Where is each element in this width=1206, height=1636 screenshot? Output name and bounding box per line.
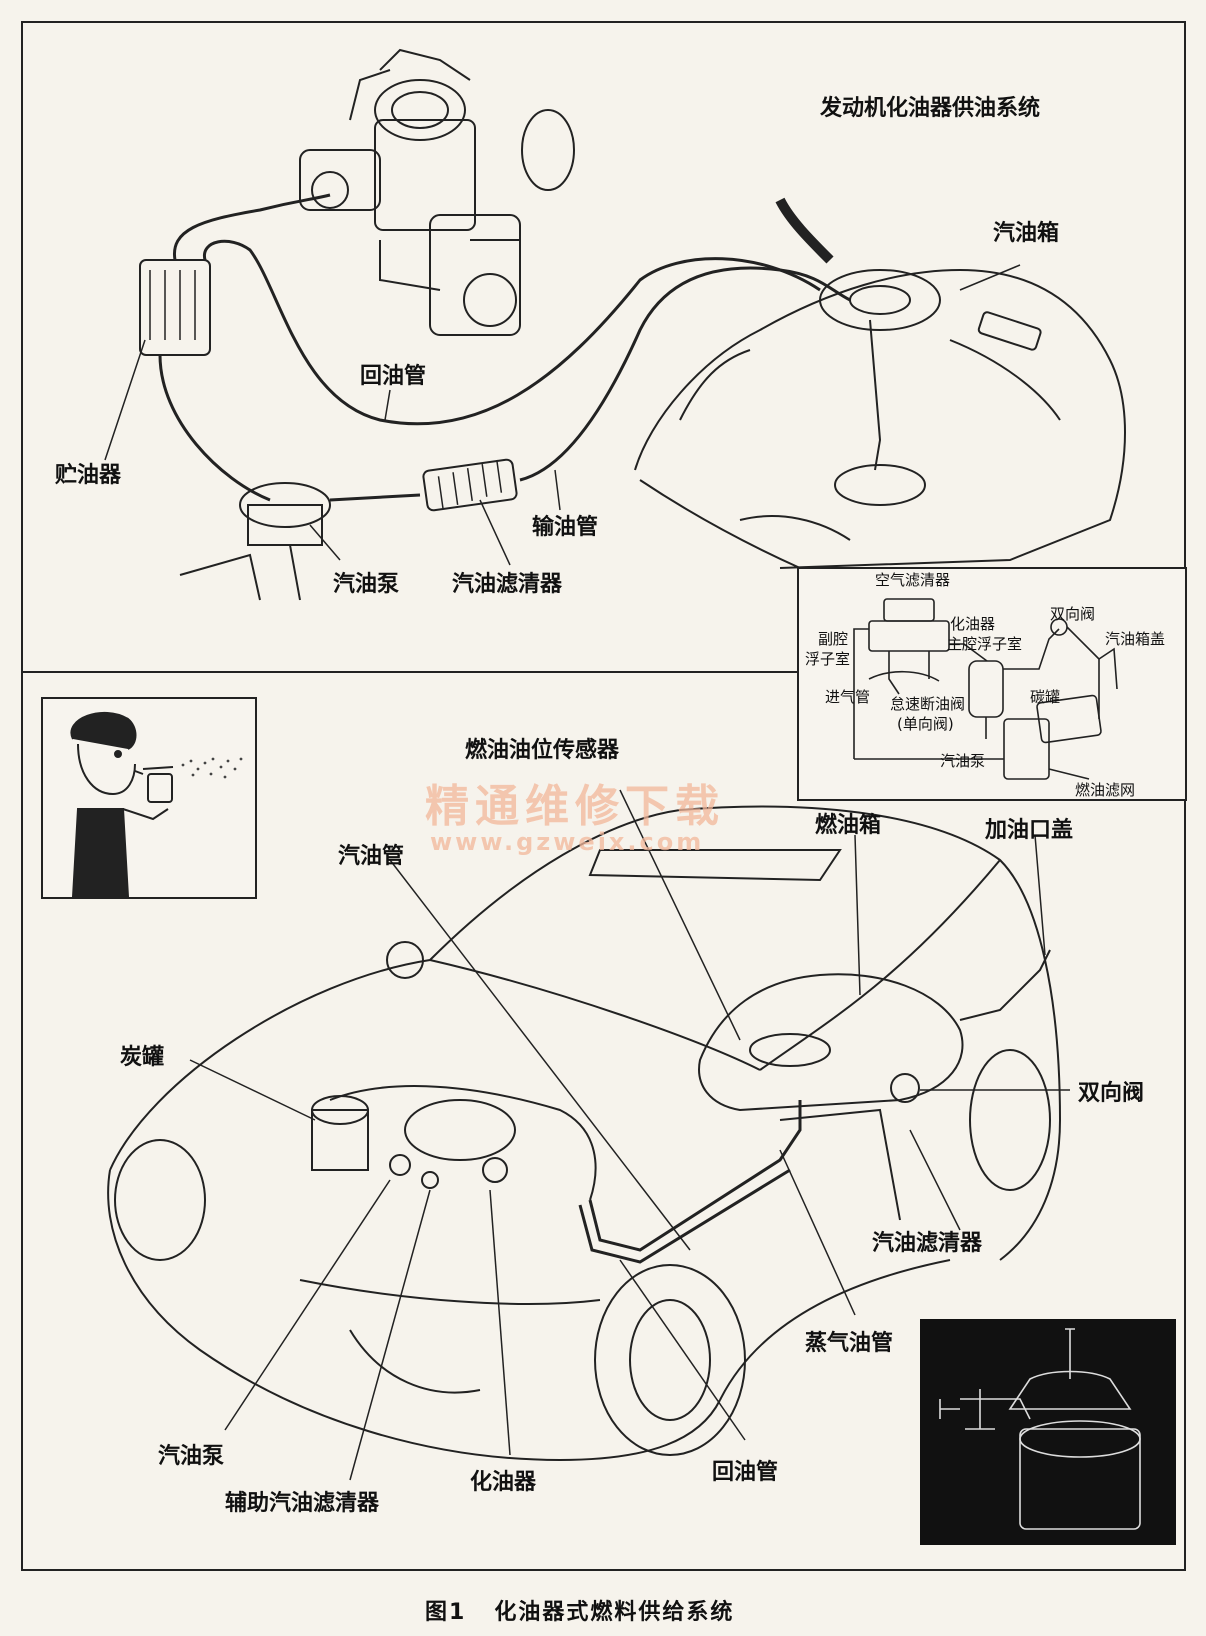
evap-schematic-inset — [797, 567, 1187, 801]
label-fuel-tank-top: 汽油箱 — [993, 221, 1060, 246]
inset-label-idle-cut-1: 怠速断油阀 — [890, 695, 966, 713]
label-supply-pipe: 输油管 — [532, 515, 599, 540]
person-figure — [70, 711, 243, 898]
label-fuel-pump-top: 汽油泵 — [333, 572, 400, 597]
person-test-illustration — [41, 697, 257, 899]
inset-label-intake: 进气管 — [825, 688, 871, 706]
inset-label-aux-float-1: 副腔 — [818, 630, 849, 648]
label-return-pipe-top: 回油管 — [360, 364, 427, 389]
label-fuel-pipe: 汽油管 — [338, 844, 405, 869]
engine-cutaway-drawing — [939, 1328, 1141, 1530]
label-fuel-filter-top: 汽油滤清器 — [452, 572, 563, 597]
engine-drawing — [311, 1085, 597, 1201]
figure-number: 图1 — [425, 1600, 467, 1625]
top-panel-drawing — [104, 48, 1126, 601]
figure-caption-text: 化油器式燃料供给系统 — [494, 1600, 735, 1625]
return-callout-bottom — [619, 1259, 746, 1441]
label-fuel-pump-bottom: 汽油泵 — [158, 1444, 225, 1469]
inset-label-tank-cap: 汽油箱盖 — [1105, 630, 1166, 648]
label-two-way-valve: 双向阀 — [1078, 1081, 1145, 1106]
pump-callout-bottom — [224, 1179, 391, 1431]
supply-pipe-line — [158, 354, 271, 502]
label-return-pipe-bottom: 回油管 — [712, 1460, 779, 1485]
inset-label-two-way-valve: 双向阀 — [1050, 605, 1096, 623]
inset-schematic — [853, 598, 1118, 780]
figure-caption: 图1 化油器式燃料供给系统 — [425, 1594, 762, 1626]
level-sensor-callout — [619, 789, 741, 1041]
top-title: 发动机化油器供油系统 — [820, 96, 1041, 121]
inset-label-strainer: 燃油滤网 — [1075, 781, 1136, 799]
inset-label-main-float: 主腔浮子室 — [947, 635, 1023, 653]
pump-callout — [309, 524, 341, 561]
carburetor-drawing — [299, 48, 575, 336]
fuel-pipe-callout — [389, 859, 691, 1251]
filter-callout — [479, 499, 511, 566]
return-callout — [384, 389, 391, 421]
inset-label-aux-float-2: 浮子室 — [805, 650, 851, 668]
tank-callout-bottom — [854, 834, 861, 996]
supply-callout — [554, 469, 561, 511]
fuel-tank-drawing — [698, 949, 1051, 1112]
return-pipe-line — [172, 193, 331, 261]
filter-callout-bottom — [909, 1129, 961, 1231]
inset-label-canister: 碳罐 — [1030, 688, 1061, 706]
tank-and-body-drawing — [634, 197, 1126, 569]
filter-drawing — [422, 458, 518, 512]
carb-callout — [489, 1189, 511, 1456]
inset-label-air-filter: 空气滤清器 — [875, 571, 951, 589]
label-canister: 炭罐 — [120, 1045, 165, 1070]
canister-callout — [189, 1059, 316, 1121]
label-vapor-pipe: 蒸气油管 — [805, 1331, 894, 1356]
pump-drawing — [179, 482, 331, 601]
bottom-panel-drawing — [107, 789, 1070, 1481]
watermark-title: 精通维修下载 — [425, 781, 725, 832]
label-filler-cap: 加油口盖 — [985, 818, 1074, 843]
inset-label-pump: 汽油泵 — [940, 752, 986, 770]
reservoir-callout — [104, 339, 146, 461]
label-fuel-tank-bottom: 燃油箱 — [815, 813, 882, 838]
tank-callout — [959, 264, 1021, 291]
watermark-url: www.gzweix.com — [430, 828, 705, 856]
label-reservoir: 贮油器 — [55, 463, 122, 488]
label-level-sensor: 燃油油位传感器 — [465, 738, 620, 763]
filler-cap-callout — [1034, 834, 1046, 956]
label-fuel-filter-bottom: 汽油滤清器 — [872, 1231, 983, 1256]
label-carburetor: 化油器 — [470, 1470, 537, 1495]
vapor-pipe-callout — [779, 1149, 856, 1316]
inset-label-carburetor: 化油器 — [950, 615, 996, 633]
car-body-drawing — [107, 805, 1062, 1462]
fuel-lines — [588, 1100, 802, 1252]
aux-filter-callout — [349, 1189, 431, 1481]
engine-cutaway-photo — [920, 1319, 1176, 1545]
inset-label-idle-cut-2: (单向阀) — [897, 715, 954, 733]
label-aux-filter: 辅助汽油滤清器 — [225, 1491, 380, 1516]
